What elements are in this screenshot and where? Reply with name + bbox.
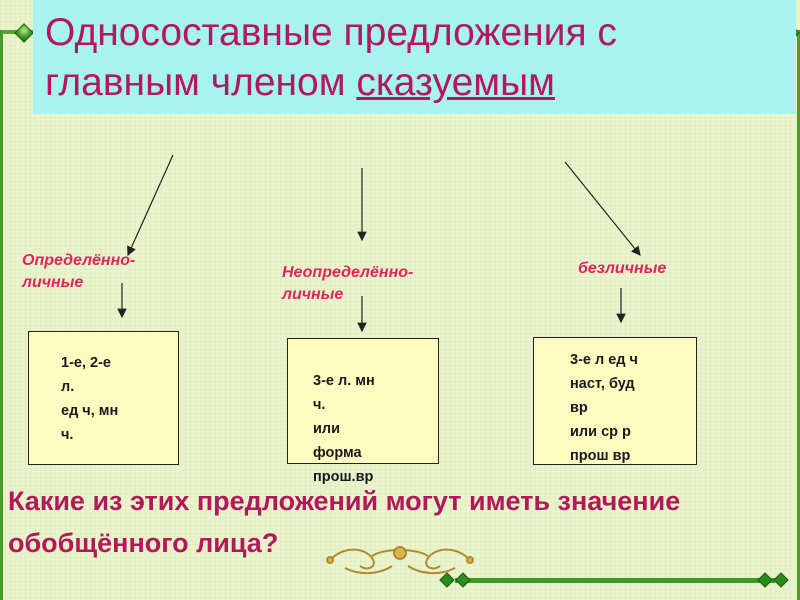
box-line: вр: [570, 400, 588, 416]
box-impersonal-text: 3-е л ед ч наст, буд вр или ср р прош вр: [570, 348, 638, 468]
branch-label-indefinite: Неопределённо- личные: [282, 262, 413, 306]
box-indefinite: [287, 338, 439, 464]
branch-label-definite: Определённо- личные: [22, 250, 135, 294]
title-banner: [33, 0, 796, 114]
box-line: 3-е л. мн: [313, 373, 375, 389]
box-line: ед ч, мн: [61, 403, 119, 419]
arrow-icon: [564, 161, 641, 256]
box-line: ч.: [61, 427, 74, 443]
arrow-icon: [127, 154, 174, 257]
box-line: или: [313, 421, 341, 437]
box-definite: [28, 331, 179, 465]
title-underlined-word: сказуемым: [356, 61, 555, 104]
question-text: Какие из этих предложений могут иметь зн…: [8, 486, 681, 558]
branch-label-impersonal: безличные: [578, 258, 666, 280]
box-line: прош.вр: [313, 469, 374, 485]
bead-icon: [439, 572, 789, 588]
box-definite-text: 1-е, 2-е л. ед ч, мн ч.: [61, 351, 118, 447]
box-line: ч.: [313, 397, 326, 413]
label-line: безличные: [578, 260, 667, 277]
label-line: Неопределённо-: [282, 264, 414, 281]
slide-title: Односоставные предложения с главным член…: [45, 8, 765, 108]
label-line: личные: [282, 286, 344, 303]
frame-left-border: [0, 30, 3, 600]
label-line: личные: [22, 274, 84, 291]
box-line: л.: [61, 379, 75, 395]
box-line: 3-е л ед ч: [570, 352, 638, 368]
ornament-icon: [326, 546, 474, 574]
title-text-part: Односоставные предложения с главным член…: [45, 11, 617, 104]
box-line: или ср р: [570, 424, 631, 440]
box-impersonal: [533, 337, 697, 465]
box-line: наст, буд: [570, 376, 635, 392]
box-indefinite-text: 3-е л. мн ч. или форма прош.вр: [313, 369, 375, 489]
box-line: 1-е, 2-е: [61, 355, 111, 371]
frame-right-border: [797, 30, 800, 600]
box-line: форма: [313, 445, 362, 461]
label-line: Определённо-: [22, 252, 136, 269]
box-line: прош вр: [570, 448, 631, 464]
